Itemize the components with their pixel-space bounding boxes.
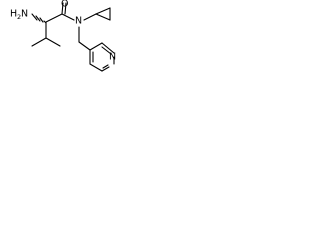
bonds: [31, 2, 115, 72]
bond-ch2-pyridine: [78, 41, 91, 51]
amide-n-label: N: [75, 16, 82, 27]
bond-pyridine-double-2: [101, 46, 112, 55]
bond-isopropyl-methyl-1: [31, 37, 47, 47]
molecule-diagram: H 2 N O N N: [0, 0, 130, 97]
bond-cyclopropyl-2: [95, 13, 111, 21]
carbonyl-o-label: O: [61, 0, 68, 10]
bond-cyclopropyl-1: [95, 7, 111, 15]
bond-pyridine-5: [101, 42, 115, 54]
bond-pyridine-2: [89, 63, 103, 72]
hash-3: [35, 15, 41, 22]
pyridine-n-label: N: [109, 52, 116, 63]
bond-pyridine-6: [89, 42, 103, 51]
atom-labels: H 2 N O N N: [10, 0, 116, 63]
structure-svg: H 2 N O N N: [10, 0, 116, 72]
bond-pyridine-3: [101, 66, 110, 72]
amine-h-label: H: [10, 9, 17, 20]
bond-pyridine-double-3: [102, 64, 109, 69]
amine-n-label: N: [21, 9, 28, 20]
hash-2: [39, 17, 44, 23]
bond-amide-n-cyclopropyl: [83, 13, 97, 21]
bond-carbonyl-amide-n: [61, 13, 75, 21]
bond-carbonyl-oxygen-2: [64, 2, 67, 15]
bond-alpha-carbonyl: [45, 13, 63, 23]
hash-1: [43, 20, 47, 24]
amine-subscript: 2: [17, 13, 21, 21]
stereo-hash-wedge: [31, 13, 47, 24]
bond-carbonyl-oxygen-1: [61, 2, 64, 15]
bond-isopropyl-methyl-2: [45, 37, 61, 47]
hash-4: [31, 13, 38, 21]
